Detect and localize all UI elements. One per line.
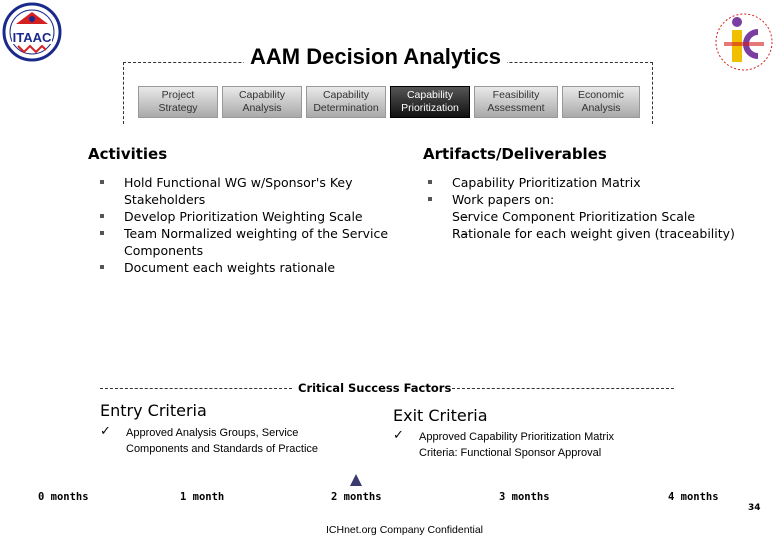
svg-text:ITAAC: ITAAC bbox=[13, 30, 52, 45]
timeline-label: 4 months bbox=[668, 491, 719, 503]
list-item: Capability Prioritization Matrix bbox=[424, 174, 774, 191]
exit-criteria-text: Approved Capability Prioritization Matri… bbox=[419, 431, 615, 459]
phase-capability-prioritization: Capability Prioritization bbox=[390, 86, 470, 118]
page-number: 34 bbox=[748, 503, 761, 513]
checkmark-icon: ✓ bbox=[393, 428, 404, 443]
entry-criteria-title: Entry Criteria bbox=[100, 401, 207, 420]
timeline-label: 3 months bbox=[499, 491, 550, 503]
artifacts-heading: Artifacts/Deliverables bbox=[423, 145, 607, 163]
bullet-icon bbox=[100, 231, 104, 235]
artifact-text: Work papers on: bbox=[452, 192, 555, 207]
page-title: AAM Decision Analytics bbox=[244, 44, 508, 70]
list-item: Work papers on: bbox=[424, 191, 774, 208]
timeline-label: 0 months bbox=[38, 491, 89, 503]
csf-divider-right bbox=[452, 388, 674, 389]
artifact-text: Capability Prioritization Matrix bbox=[452, 175, 641, 190]
bullet-icon bbox=[100, 214, 104, 218]
itaac-logo: ITAAC bbox=[2, 2, 62, 62]
phase-economic-analysis: Economic Analysis bbox=[562, 86, 640, 118]
entry-criteria-text: Approved Analysis Groups, Service Compon… bbox=[126, 427, 319, 455]
activity-text: Develop Prioritization Weighting Scale bbox=[124, 209, 363, 224]
clearinghouse-logo bbox=[712, 2, 776, 82]
timeline-marker-icon bbox=[350, 474, 362, 486]
artifacts-list: Capability Prioritization Matrix Work pa… bbox=[424, 174, 774, 242]
artifact-subtext: Rationale for each weight given (traceab… bbox=[452, 226, 735, 241]
list-item: Hold Functional WG w/Sponsor's Key Stake… bbox=[96, 174, 396, 208]
list-subitem: –Service Component Prioritization Scale bbox=[424, 208, 774, 225]
checkmark-icon: ✓ bbox=[100, 424, 111, 439]
phase-capability-determination: Capability Determination bbox=[306, 86, 386, 118]
activity-text: Team Normalized weighting of the Service… bbox=[124, 226, 389, 258]
timeline-label: 2 months bbox=[331, 491, 382, 503]
phase-capability-analysis: Capability Analysis bbox=[222, 86, 302, 118]
exit-criteria-title: Exit Criteria bbox=[393, 406, 488, 425]
footer-confidential: ICHnet.org Company Confidential bbox=[326, 524, 483, 536]
csf-divider-left bbox=[100, 388, 292, 389]
activity-text: Hold Functional WG w/Sponsor's Key Stake… bbox=[124, 175, 353, 207]
artifact-subtext: Service Component Prioritization Scale bbox=[452, 209, 696, 224]
timeline-label: 1 month bbox=[180, 491, 225, 503]
bullet-icon bbox=[100, 265, 104, 269]
csf-title: Critical Success Factors bbox=[298, 381, 452, 395]
activities-heading: Activities bbox=[88, 145, 168, 163]
phase-project-strategy: Project Strategy bbox=[138, 86, 218, 118]
activities-list: Hold Functional WG w/Sponsor's Key Stake… bbox=[96, 174, 396, 276]
bullet-icon bbox=[100, 180, 104, 184]
list-item: Document each weights rationale bbox=[96, 259, 396, 276]
list-item: Develop Prioritization Weighting Scale bbox=[96, 208, 396, 225]
bullet-icon bbox=[428, 180, 432, 184]
list-subitem: –Rationale for each weight given (tracea… bbox=[424, 225, 774, 242]
dash-icon: – bbox=[462, 209, 469, 224]
activity-text: Document each weights rationale bbox=[124, 260, 336, 275]
dash-icon: – bbox=[462, 226, 469, 241]
list-item: Team Normalized weighting of the Service… bbox=[96, 225, 396, 259]
bullet-icon bbox=[428, 197, 432, 201]
phase-feasibility-assessment: Feasibility Assessment bbox=[474, 86, 558, 118]
